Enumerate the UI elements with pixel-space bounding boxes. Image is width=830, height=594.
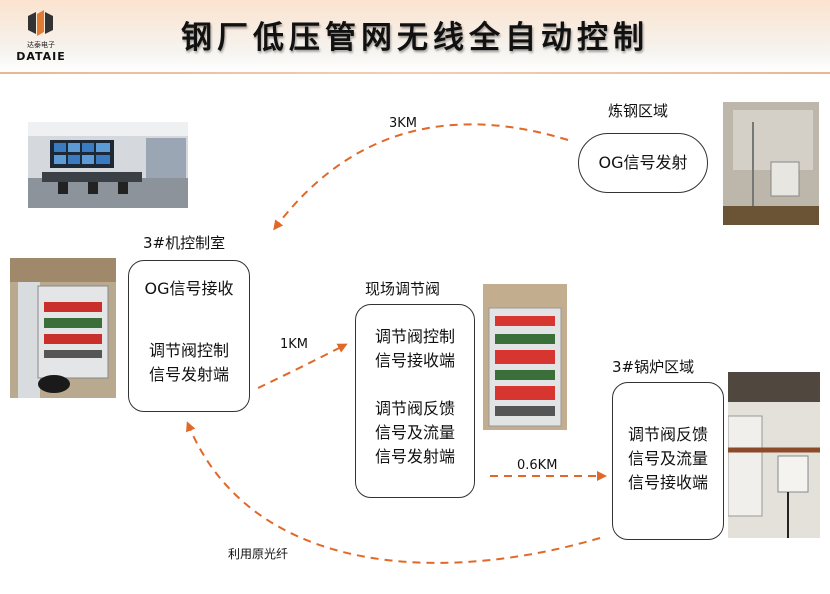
box-line: 信号接收端 [613, 471, 723, 495]
box-line: 调节阀反馈 [613, 423, 723, 447]
valve-cabinet-photo [483, 284, 567, 430]
control-room-box: OG信号接收 调节阀控制 信号发射端 [128, 260, 250, 412]
box-line: 信号发射端 [356, 445, 474, 469]
box-line: 信号及流量 [613, 447, 723, 471]
valve-site-box: 调节阀控制 信号接收端 调节阀反馈 信号及流量 信号发射端 [355, 304, 475, 498]
box-line: OG信号接收 [129, 277, 249, 301]
steel-area-label: 炼钢区域 [608, 100, 668, 121]
box-line: 调节阀控制 [129, 339, 249, 363]
box-line: 调节阀反馈 [356, 397, 474, 421]
control-cabinet-photo [10, 258, 116, 398]
fiber-link-label: 利用原光纤 [228, 545, 288, 562]
steel-area-photo [723, 102, 819, 225]
arrow-steel-to-control [275, 124, 568, 228]
boiler-area-label: 3#锅炉区域 [612, 356, 694, 377]
distance-1km-label: 1KM [280, 337, 308, 352]
boiler-receiver-box: 调节阀反馈 信号及流量 信号接收端 [612, 382, 724, 540]
distance-3km-label: 3KM [389, 116, 417, 131]
box-line: 信号发射端 [129, 363, 249, 387]
valve-site-label: 现场调节阀 [365, 278, 440, 299]
box-line: OG信号发射 [579, 151, 707, 175]
control-room-photo [28, 122, 188, 208]
box-line: 信号接收端 [356, 349, 474, 373]
box-line: 调节阀控制 [356, 325, 474, 349]
steel-og-transmitter-box: OG信号发射 [578, 133, 708, 193]
boiler-area-photo [728, 372, 820, 538]
distance-0-6km-label: 0.6KM [517, 458, 557, 473]
box-line: 信号及流量 [356, 421, 474, 445]
control-room-label: 3#机控制室 [143, 232, 225, 253]
